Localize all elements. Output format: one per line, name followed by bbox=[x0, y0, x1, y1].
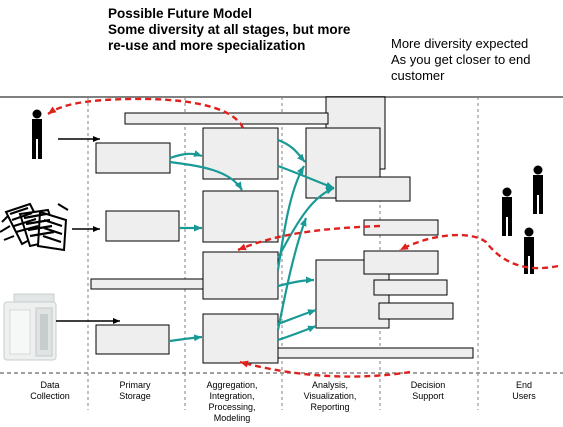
teal-arrow-10 bbox=[276, 217, 308, 331]
stage-label-line: Reporting bbox=[310, 402, 350, 412]
server-icon bbox=[3, 293, 57, 361]
title-line-3: re-use and more specialization bbox=[108, 38, 306, 53]
stage-label-line: Processing, bbox=[208, 402, 256, 412]
decision-box-5 bbox=[378, 302, 454, 320]
feedback-arrow-bottom bbox=[239, 360, 411, 378]
teal-arrow-8 bbox=[277, 186, 335, 259]
teal-arrow-6 bbox=[277, 164, 335, 190]
aggregation-box-3 bbox=[202, 251, 279, 300]
stage-label-line: Integration, bbox=[209, 391, 255, 401]
feedback-arrow-middle bbox=[237, 224, 381, 252]
person-icon bbox=[32, 109, 42, 159]
teal-arrow-4 bbox=[169, 334, 203, 343]
note-line-3: customer bbox=[391, 68, 445, 83]
wide-bar-middle bbox=[90, 278, 204, 290]
documents-icon bbox=[0, 202, 69, 252]
teal-arrow-11 bbox=[277, 308, 317, 326]
decision-box-4 bbox=[373, 279, 448, 296]
title-line-2: Some diversity at all stages, but more bbox=[108, 22, 351, 37]
stage-label-end-users: End Users bbox=[494, 380, 554, 402]
stage-label-primary-storage: Primary Storage bbox=[98, 380, 172, 402]
stage-label-line: Decision bbox=[410, 380, 446, 390]
stage-label-line: Users bbox=[512, 391, 536, 401]
stage-label-line: Primary bbox=[119, 380, 151, 390]
storage-box-2 bbox=[105, 210, 180, 242]
process-boxes bbox=[90, 96, 474, 364]
end-user-group-icon bbox=[502, 165, 543, 274]
teal-arrow-9 bbox=[277, 276, 315, 288]
teal-flow-arrows bbox=[169, 138, 335, 343]
stage-label-aggregation: Aggregation, Integration, Processing, Mo… bbox=[190, 380, 274, 424]
title-line-1: Possible Future Model bbox=[108, 6, 253, 21]
aggregation-box-2 bbox=[202, 190, 279, 243]
teal-arrow-5 bbox=[277, 138, 306, 163]
feedback-arrow-top bbox=[47, 97, 245, 129]
decision-box-2 bbox=[363, 219, 439, 236]
stage-label-line: Modeling bbox=[213, 413, 251, 423]
storage-box-3 bbox=[95, 324, 170, 355]
wide-bar-bottom bbox=[277, 347, 474, 359]
stage-label-line: Aggregation, bbox=[206, 380, 258, 390]
aggregation-box-4 bbox=[202, 313, 279, 364]
stage-label-line: Visualization, bbox=[303, 391, 357, 401]
stage-label-line: Data bbox=[40, 380, 60, 390]
diagram-title: Possible Future Model Some diversity at … bbox=[108, 6, 350, 54]
teal-arrow-1 bbox=[169, 150, 203, 160]
feedback-arrows bbox=[47, 97, 559, 378]
feedback-arrow-end-user bbox=[399, 233, 559, 270]
teal-arrow-2 bbox=[169, 160, 243, 191]
storage-box-1 bbox=[95, 142, 171, 174]
teal-arrow-12 bbox=[277, 324, 317, 342]
decision-box-1 bbox=[335, 176, 411, 202]
diversity-note: More diversity expected As you get close… bbox=[391, 36, 530, 84]
stage-label-decision-support: Decision Support bbox=[390, 380, 466, 402]
note-line-2: As you get closer to end bbox=[391, 52, 531, 67]
wide-bar-top bbox=[124, 112, 329, 125]
decision-box-3 bbox=[363, 250, 439, 275]
stage-label-data-collection: Data Collection bbox=[14, 380, 86, 402]
stage-label-line: Analysis, bbox=[311, 380, 348, 390]
stage-label-line: Support bbox=[412, 391, 444, 401]
stage-label-line: Collection bbox=[30, 391, 70, 401]
stage-label-line: End bbox=[515, 380, 532, 390]
note-line-1: More diversity expected bbox=[391, 36, 529, 51]
stage-label-analysis: Analysis, Visualization, Reporting bbox=[288, 380, 372, 413]
stage-label-line: Storage bbox=[119, 391, 151, 401]
teal-arrow-7 bbox=[276, 165, 305, 271]
